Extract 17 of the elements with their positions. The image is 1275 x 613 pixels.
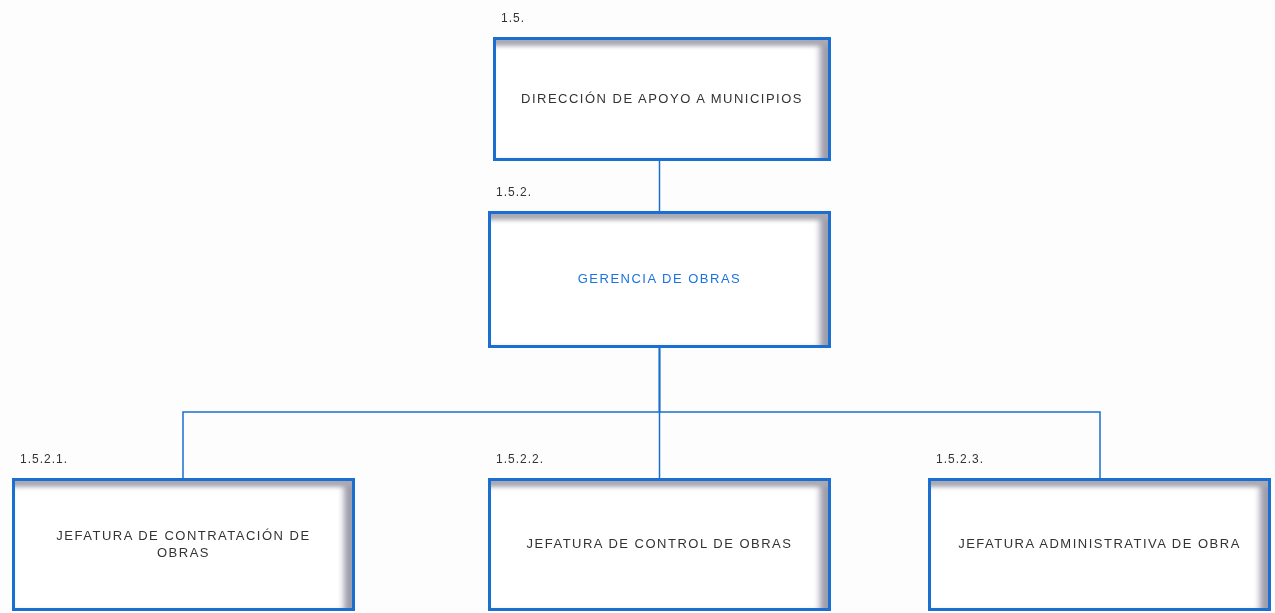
org-box — [488, 211, 831, 348]
connector-line — [658, 347, 1101, 479]
unit-name: JEFATURA DE CONTROL DE OBRAS — [526, 536, 793, 553]
org-box — [488, 478, 831, 611]
org-box — [493, 37, 831, 161]
unit-name: DIRECCIÓN DE APOYO A MUNICIPIOS — [521, 90, 803, 108]
node-number: 1.5. — [501, 11, 525, 25]
org-box — [928, 478, 1271, 611]
node-number: 1.5.2.1. — [20, 452, 69, 466]
unit-name: JEFATURA ADMINISTRATIVA DE OBRA — [958, 536, 1241, 553]
node-number: 1.5.2.3. — [936, 452, 985, 466]
node-number: 1.5.2.2. — [496, 452, 545, 466]
connector-line — [658, 160, 661, 212]
unit-name: GERENCIA DE OBRAS — [577, 271, 742, 288]
unit-name: JEFATURA DE CONTRATACIÓN DE OBRAS — [55, 528, 312, 561]
org-box — [12, 478, 355, 611]
node-number: 1.5.2. — [496, 185, 533, 199]
